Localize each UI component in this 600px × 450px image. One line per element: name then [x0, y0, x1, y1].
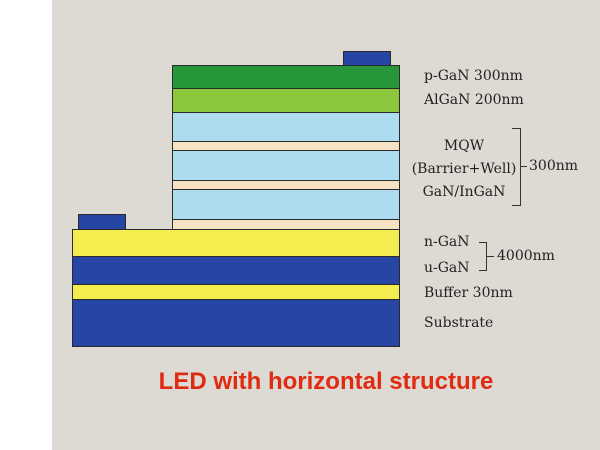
- quantum-barrier-2: [172, 150, 400, 181]
- mqw-label: MQW: [443, 138, 485, 154]
- mqw-bracket-tick: [521, 166, 527, 167]
- gan-bracket-tick: [487, 256, 494, 257]
- n-contact-pad: [78, 214, 126, 230]
- mqw-bracket: [512, 128, 521, 206]
- u-gan-label: u-GaN: [424, 260, 470, 276]
- gan-thickness-label: 4000nm: [497, 248, 555, 264]
- substrate-layer: [72, 299, 400, 347]
- quantum-barrier-3: [172, 189, 400, 220]
- quantum-barrier-1: [172, 112, 400, 142]
- mqw-detail-label: (Barrier+Well): [411, 161, 517, 177]
- mqw-material-label: GaN/InGaN: [422, 184, 506, 200]
- mqw-thickness-label: 300nm: [529, 158, 579, 174]
- diagram-title: LED with horizontal structure: [158, 368, 494, 395]
- gan-bracket: [479, 242, 487, 271]
- algan-layer: [172, 88, 400, 113]
- n-gan-label: n-GaN: [424, 234, 470, 250]
- n-gan-layer: [72, 229, 400, 257]
- p-gan-layer: [172, 65, 400, 89]
- p-gan-label: p-GaN 300nm: [424, 68, 523, 84]
- algan-label: AlGaN 200nm: [424, 92, 524, 108]
- buffer-layer: [72, 284, 400, 300]
- buffer-label: Buffer 30nm: [424, 285, 513, 301]
- u-gan-layer: [72, 256, 400, 285]
- substrate-label: Substrate: [424, 315, 494, 331]
- p-contact-pad: [343, 51, 391, 66]
